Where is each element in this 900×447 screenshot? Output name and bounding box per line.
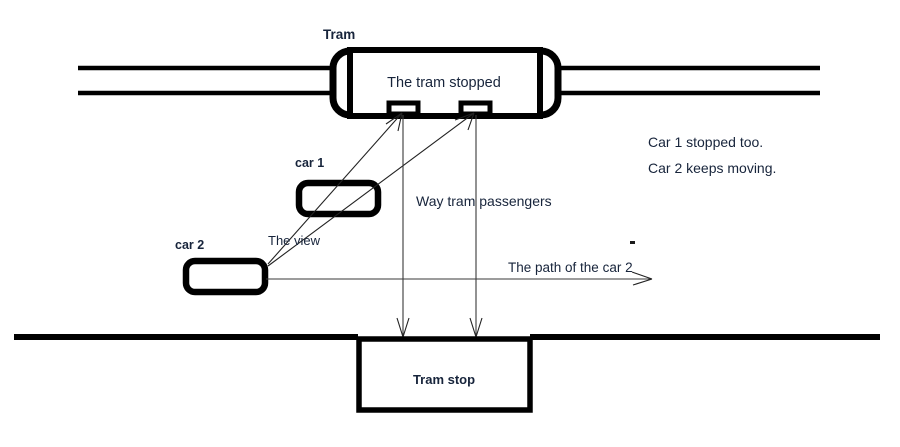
tram-stop-label: Tram stop <box>413 372 475 387</box>
passenger-path-rear-arrowhead <box>469 317 483 338</box>
view-sightlines <box>267 112 475 267</box>
tram-compartment <box>347 47 543 119</box>
tram-rails <box>78 65 820 96</box>
tram-stopped-text: The tram stopped <box>387 75 501 91</box>
tram-vehicle <box>329 47 562 119</box>
car-1-body <box>295 179 382 218</box>
sightline-rear-arrowhead <box>454 112 475 131</box>
note-car1-stopped: Car 1 stopped too. <box>648 134 763 150</box>
passenger-paths <box>396 115 483 338</box>
passengers-way-label: Way tram passengers <box>416 193 552 209</box>
car-2-group <box>182 257 269 296</box>
sightline-to-front-door <box>267 112 403 265</box>
car-1-group <box>295 179 382 218</box>
car-1-label: car 1 <box>295 156 324 170</box>
car-2-path <box>266 271 653 286</box>
sightline-to-rear-door <box>267 112 475 267</box>
passenger-path-front-arrowhead <box>396 317 410 338</box>
view-label: The view <box>268 233 321 248</box>
car-2-path-arrowhead <box>631 271 653 286</box>
note-car2-moving: Car 2 keeps moving. <box>648 160 776 176</box>
tram-stop-box <box>356 336 533 413</box>
sightline-front-arrowhead <box>385 112 403 132</box>
tram-title-label: Tram <box>323 27 355 42</box>
tram-stop-group <box>356 336 533 413</box>
tram-door-rear <box>458 100 493 117</box>
tram-door-front <box>386 100 421 117</box>
stray-dot-mark <box>630 241 635 244</box>
car-2-body <box>182 257 269 296</box>
car-2-path-label: The path of the car 2 <box>508 260 633 275</box>
car-2-label: car 2 <box>175 238 204 252</box>
